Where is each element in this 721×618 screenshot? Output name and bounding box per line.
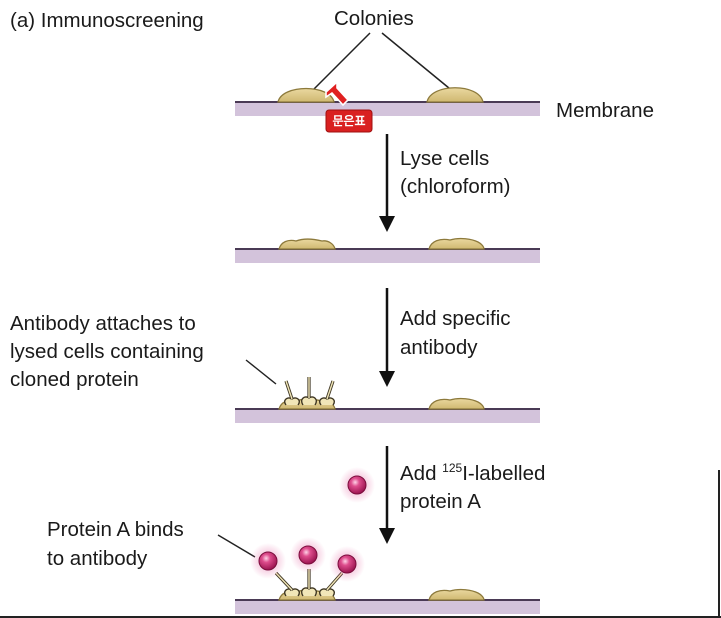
- membrane-label: Membrane: [556, 99, 654, 122]
- membrane-2: [235, 248, 540, 263]
- step-arrow-1: [379, 134, 395, 232]
- step-arrow-3: [379, 446, 395, 544]
- red-cursor-arrow-icon: [325, 80, 350, 107]
- antibody-callout-leader: [245, 359, 277, 385]
- step-2-line-2: antibody: [400, 336, 478, 359]
- protein-a-icon: [339, 467, 375, 503]
- step-1-line-1: Lyse cells: [400, 147, 489, 170]
- protein-a-callout-leader: [217, 534, 256, 558]
- antibody-icon: [283, 380, 301, 406]
- lysed-colony-right-3: [428, 397, 485, 410]
- colony-left-1: [277, 87, 335, 103]
- membrane-1: [235, 101, 540, 116]
- protein-a-icon: [290, 537, 326, 573]
- lysed-colony-left-2: [278, 238, 336, 250]
- antibody-icon: [300, 377, 318, 406]
- protein-a-icon: [250, 543, 286, 579]
- membrane-4: [235, 599, 540, 614]
- antibody-callout-line-3: cloned protein: [10, 368, 139, 391]
- colonies-pointer-lines: [309, 32, 456, 94]
- step-3-line-2: protein A: [400, 490, 481, 513]
- colonies-label: Colonies: [334, 7, 414, 30]
- step-1-line-2: (chloroform): [400, 175, 511, 198]
- step-3-line-1: Add 125I-labelled: [400, 461, 545, 485]
- cursor-tag: 문은표: [325, 109, 373, 133]
- protein-a-callout-line-1: Protein A binds: [47, 518, 184, 541]
- panel-title: (a) Immunoscreening: [10, 9, 204, 32]
- antibody-callout-line-2: lysed cells containing: [10, 340, 204, 363]
- colony-right-1: [426, 87, 484, 103]
- bound-protein-a-icons: [250, 537, 365, 582]
- lysed-colony-right-2: [428, 237, 485, 250]
- antibody-callout-line-1: Antibody attaches to: [10, 312, 196, 335]
- protein-a-callout-line-2: to antibody: [47, 547, 148, 570]
- antibodies-row-4: [274, 569, 344, 597]
- lysed-colony-right-4: [428, 588, 485, 601]
- antibody-icon: [318, 380, 336, 406]
- step-2-line-1: Add specific: [400, 307, 511, 330]
- protein-a-icon: [329, 546, 365, 582]
- isotope-superscript: 125: [442, 461, 462, 475]
- cursor-tag-text: 문은표: [332, 114, 365, 128]
- step-arrow-2: [379, 288, 395, 387]
- antibody-icon: [274, 571, 301, 597]
- antibodies-row-3: [283, 377, 336, 406]
- antibody-icon: [300, 569, 318, 597]
- membrane-3: [235, 408, 540, 423]
